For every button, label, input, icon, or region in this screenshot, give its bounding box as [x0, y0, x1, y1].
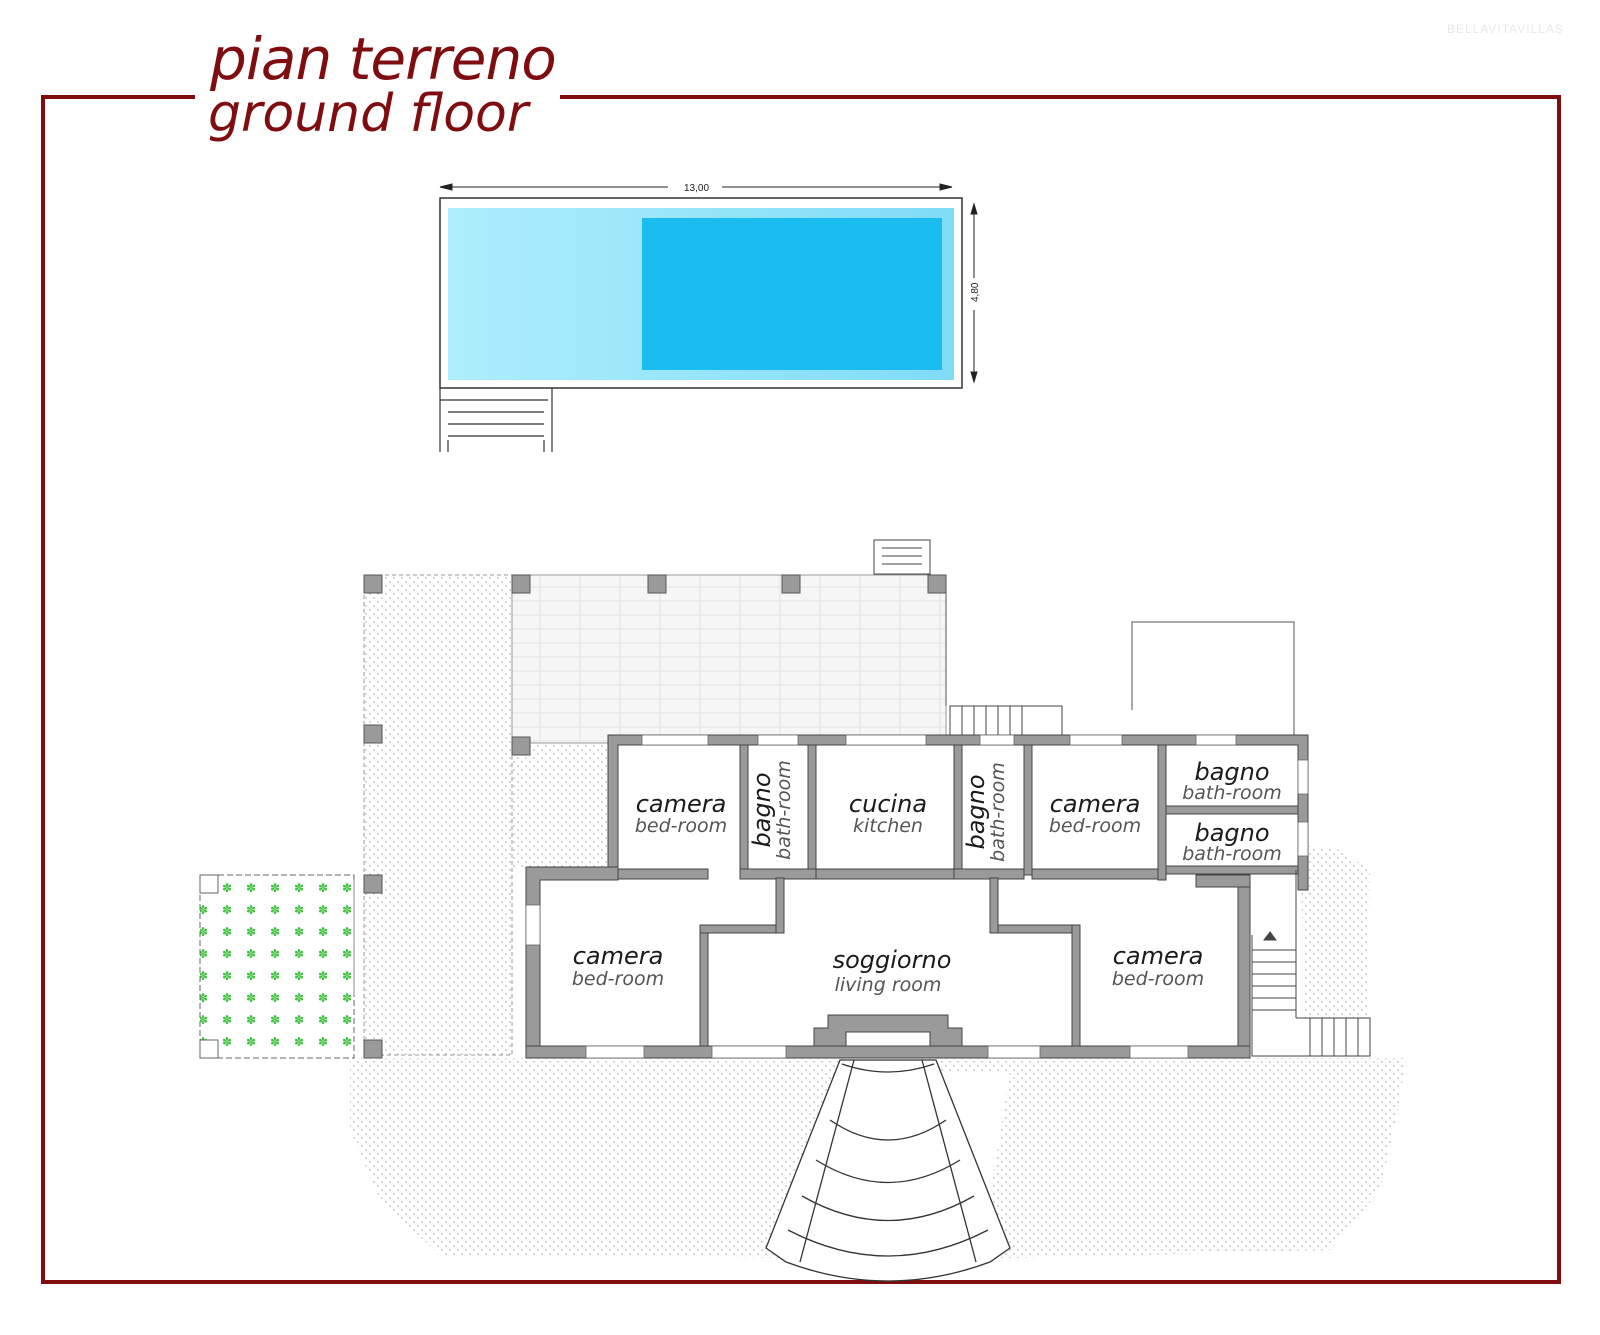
- pool-length-label: 13,00: [684, 183, 709, 194]
- svg-text:bagno: bagno: [748, 772, 776, 847]
- building-walls: [525, 734, 1309, 1059]
- svg-text:camera: camera: [1113, 942, 1204, 970]
- front-steps: [765, 1059, 1011, 1282]
- svg-text:camera: camera: [636, 790, 727, 818]
- svg-text:bed-room: bed-room: [1112, 968, 1204, 990]
- svg-text:bath-room: bath-room: [1182, 782, 1282, 804]
- room-bagno-4: bagno bath-room: [1182, 819, 1282, 865]
- room-camera-nw: camera bed-room: [635, 790, 727, 837]
- room-soggiorno: soggiorno living room: [833, 946, 952, 996]
- top-stair: [873, 539, 931, 575]
- svg-text:bath-room: bath-room: [1182, 843, 1282, 865]
- svg-text:bath-room: bath-room: [987, 762, 1009, 862]
- svg-text:bath-room: bath-room: [773, 760, 795, 860]
- room-bagno-1: bagno bath-room: [748, 760, 795, 860]
- terrace-areas: [199, 574, 1405, 1258]
- svg-text:cucina: cucina: [849, 790, 927, 818]
- page-frame: [41, 95, 1561, 1284]
- annex-outline: [945, 575, 1295, 740]
- svg-text:camera: camera: [1050, 790, 1141, 818]
- watermark: BELLAVITAVILLAS: [1446, 22, 1564, 36]
- svg-text:soggiorno: soggiorno: [833, 946, 952, 974]
- pool-width-label: 4,80: [970, 282, 981, 302]
- pool-steps: [439, 388, 553, 452]
- svg-text:bagno: bagno: [962, 774, 990, 849]
- east-stair: [1251, 870, 1371, 1057]
- svg-text:bed-room: bed-room: [1049, 815, 1141, 837]
- svg-text:bagno: bagno: [1194, 819, 1269, 847]
- room-cucina: cucina kitchen: [849, 790, 927, 837]
- pool-length-dimension: [439, 183, 953, 191]
- svg-text:camera: camera: [573, 942, 664, 970]
- room-camera-ne: camera bed-room: [1049, 790, 1141, 837]
- swimming-pool: 13,00 4,80: [439, 183, 981, 452]
- svg-text:living room: living room: [835, 974, 942, 996]
- pool-width-dimension: [970, 202, 978, 384]
- windows: [525, 734, 1309, 1059]
- svg-text:bed-room: bed-room: [635, 815, 727, 837]
- room-camera-w: camera bed-room: [572, 942, 664, 990]
- svg-text:kitchen: kitchen: [853, 815, 923, 837]
- pergola-pillars: [363, 574, 947, 1059]
- room-bagno-3: bagno bath-room: [1182, 758, 1282, 804]
- svg-text:bagno: bagno: [1194, 758, 1269, 786]
- room-bagno-2: bagno bath-room: [962, 762, 1009, 862]
- room-camera-e: camera bed-room: [1112, 942, 1204, 990]
- title-english: ground floor: [208, 84, 529, 144]
- svg-text:bed-room: bed-room: [572, 968, 664, 990]
- title-italian: pian terreno: [210, 25, 557, 93]
- room-labels: camera bed-room bagno bath-room cucina k…: [572, 758, 1282, 996]
